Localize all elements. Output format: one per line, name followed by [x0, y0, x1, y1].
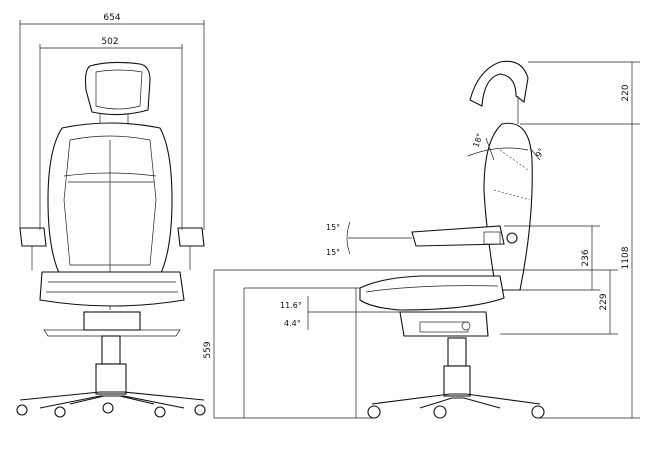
recline-fwd-label: 9° — [534, 147, 546, 159]
recline-back-label: 18° — [471, 132, 484, 148]
dimension-seat-width: 502 — [39, 37, 183, 230]
armrest-tilt-up-label: 15° — [326, 223, 340, 232]
seat-tilt-back-label: 11.6° — [280, 301, 302, 310]
seat-tilt-fwd-label: 4.4° — [284, 319, 301, 328]
dimension-seat-to-armrest: 229 — [500, 269, 618, 335]
side-view-chair — [359, 60, 545, 419]
headrest-adjust-label: 220 — [621, 84, 631, 101]
dimension-seat-height: 559 — [203, 269, 500, 419]
seat-height-label: 559 — [203, 341, 213, 358]
dimension-overall-width: 654 — [19, 13, 205, 230]
seat-width-label: 502 — [101, 37, 118, 47]
dimension-seat-tilt: 11.6° 4.4° — [280, 296, 400, 330]
dimension-headrest-adjust: 220 — [520, 61, 640, 125]
dimension-overall-height: 1108 — [540, 124, 640, 419]
armrest-tilt-down-label: 15° — [326, 248, 340, 257]
armrest-height-label: 236 — [581, 249, 591, 266]
dimension-armrest-height: 236 — [504, 225, 600, 291]
dimension-armrest-tilt: 15° 15° — [326, 221, 412, 257]
overall-height-label: 1108 — [621, 246, 631, 269]
overall-width-label: 654 — [103, 13, 120, 23]
seat-to-armrest-label: 229 — [599, 293, 609, 310]
front-view-chair — [16, 61, 206, 418]
